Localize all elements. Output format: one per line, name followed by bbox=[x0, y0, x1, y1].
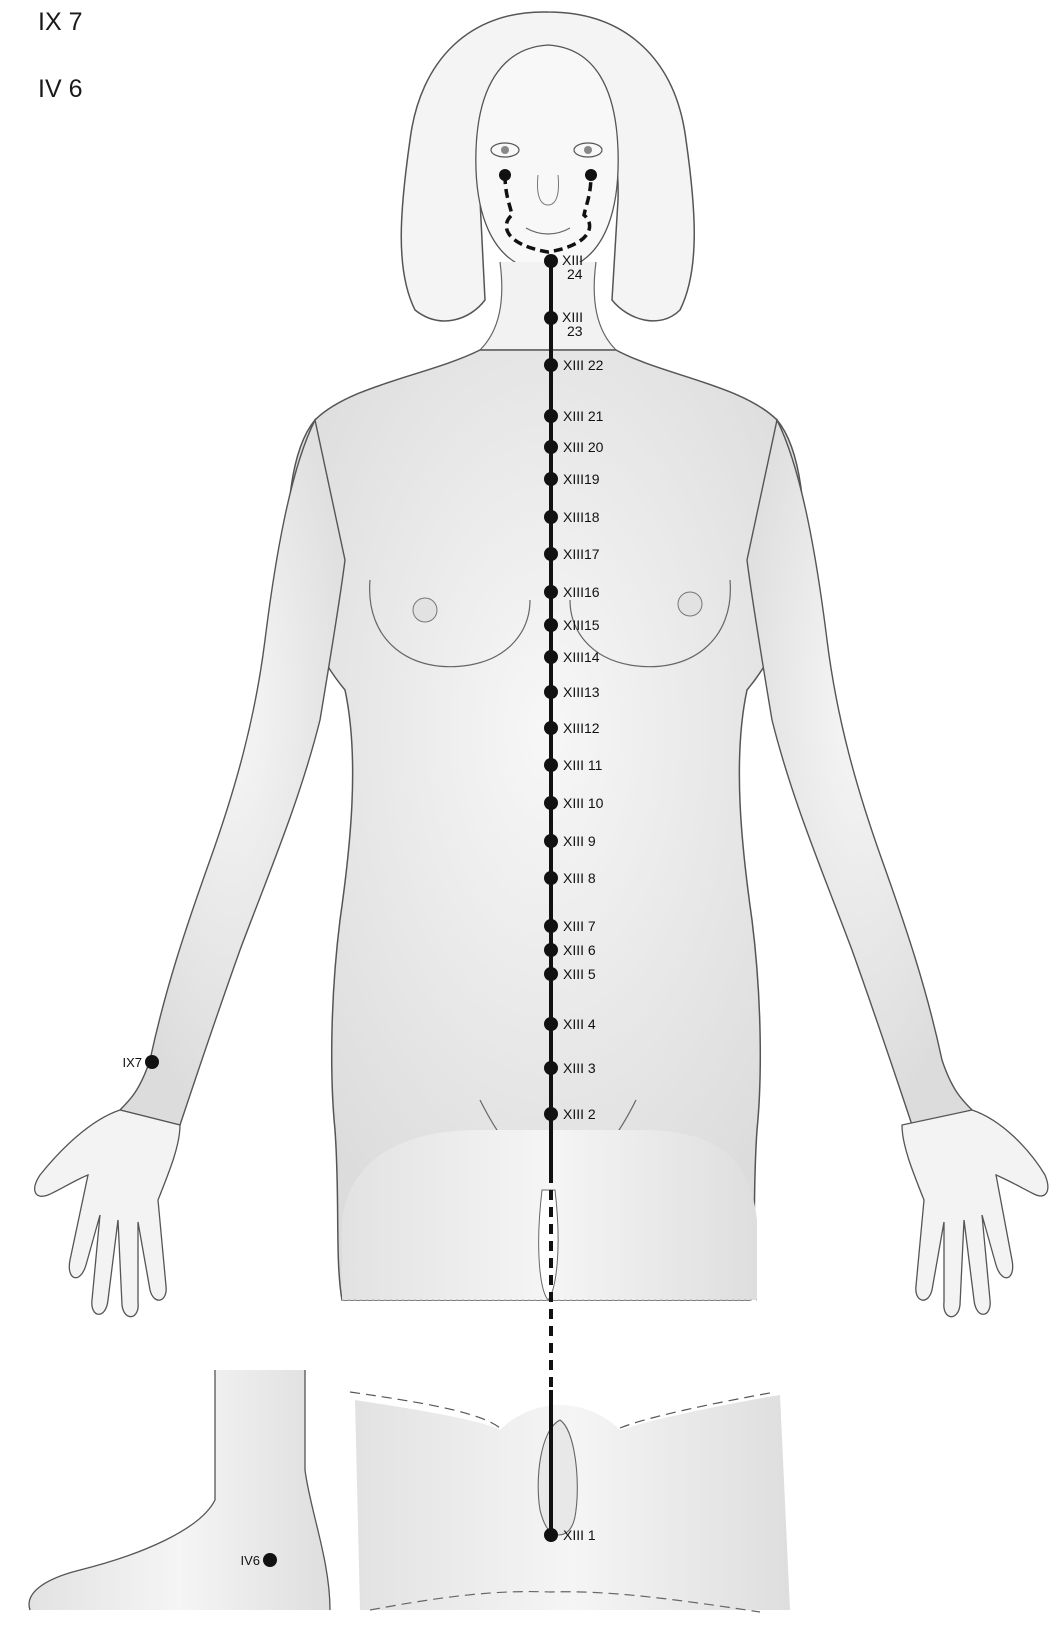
right-nipple bbox=[678, 592, 702, 616]
point-xiii19 bbox=[544, 472, 558, 486]
ix7-point bbox=[145, 1055, 159, 1069]
label-xiii12: XIII12 bbox=[563, 720, 600, 736]
right-arm bbox=[747, 420, 972, 1125]
label-xiii11: XIII 11 bbox=[563, 757, 603, 773]
right-hand bbox=[902, 1110, 1048, 1317]
foot-inset bbox=[29, 1370, 330, 1610]
point-xiii10 bbox=[544, 796, 558, 810]
point-xiii9 bbox=[544, 834, 558, 848]
label-xiii7: XIII 7 bbox=[563, 918, 596, 934]
point-xiii3 bbox=[544, 1061, 558, 1075]
face bbox=[476, 45, 618, 270]
point-xiii21 bbox=[544, 409, 558, 423]
point-xiii6 bbox=[544, 943, 558, 957]
iv6-point bbox=[263, 1553, 277, 1567]
point-xiii17 bbox=[544, 547, 558, 561]
iv6-label: IV6 bbox=[240, 1553, 260, 1568]
point-xiii13 bbox=[544, 685, 558, 699]
label-xiii24-line2: 24 bbox=[567, 266, 583, 282]
label-xiii2: XIII 2 bbox=[563, 1106, 596, 1122]
label-xiii21: XIII 21 bbox=[563, 408, 604, 424]
point-xiii1 bbox=[544, 1528, 558, 1542]
point-xiii14 bbox=[544, 650, 558, 664]
label-xiii4: XIII 4 bbox=[563, 1016, 596, 1032]
label-xiii1: XIII 1 bbox=[563, 1527, 596, 1543]
point-xiii24 bbox=[544, 254, 558, 268]
point-xiii11 bbox=[544, 758, 558, 772]
neck bbox=[480, 262, 616, 350]
point-xiii2 bbox=[544, 1107, 558, 1121]
point-xiii15 bbox=[544, 618, 558, 632]
point-xiii8 bbox=[544, 871, 558, 885]
point-xiii20 bbox=[544, 440, 558, 454]
label-xiii16: XIII16 bbox=[563, 584, 600, 600]
label-xiii10: XIII 10 bbox=[563, 795, 604, 811]
label-xiii5: XIII 5 bbox=[563, 966, 596, 982]
point-xiii18 bbox=[544, 510, 558, 524]
face-point-right bbox=[585, 169, 597, 181]
label-xiii6: XIII 6 bbox=[563, 942, 596, 958]
left-hand bbox=[35, 1110, 180, 1317]
point-xiii7 bbox=[544, 919, 558, 933]
point-xiii16 bbox=[544, 585, 558, 599]
label-xiii3: XIII 3 bbox=[563, 1060, 596, 1076]
label-xiii22: XIII 22 bbox=[563, 357, 604, 373]
ix7-label: IX7 bbox=[122, 1055, 142, 1070]
point-xiii23 bbox=[544, 311, 558, 325]
label-xiii14: XIII14 bbox=[563, 649, 600, 665]
point-xiii12 bbox=[544, 721, 558, 735]
left-nipple bbox=[413, 598, 437, 622]
label-xiii15: XIII15 bbox=[563, 617, 600, 633]
label-xiii13: XIII13 bbox=[563, 684, 600, 700]
label-xiii19: XIII19 bbox=[563, 471, 600, 487]
label-xiii23-line2: 23 bbox=[567, 323, 583, 339]
label-xiii9: XIII 9 bbox=[563, 833, 596, 849]
label-xiii20: XIII 20 bbox=[563, 439, 604, 455]
label-xiii18: XIII18 bbox=[563, 509, 600, 525]
point-xiii5 bbox=[544, 967, 558, 981]
point-xiii4 bbox=[544, 1017, 558, 1031]
label-xiii17: XIII17 bbox=[563, 546, 600, 562]
point-xiii22 bbox=[544, 358, 558, 372]
face-point-left bbox=[499, 169, 511, 181]
label-xiii8: XIII 8 bbox=[563, 870, 596, 886]
left-arm bbox=[120, 420, 345, 1125]
